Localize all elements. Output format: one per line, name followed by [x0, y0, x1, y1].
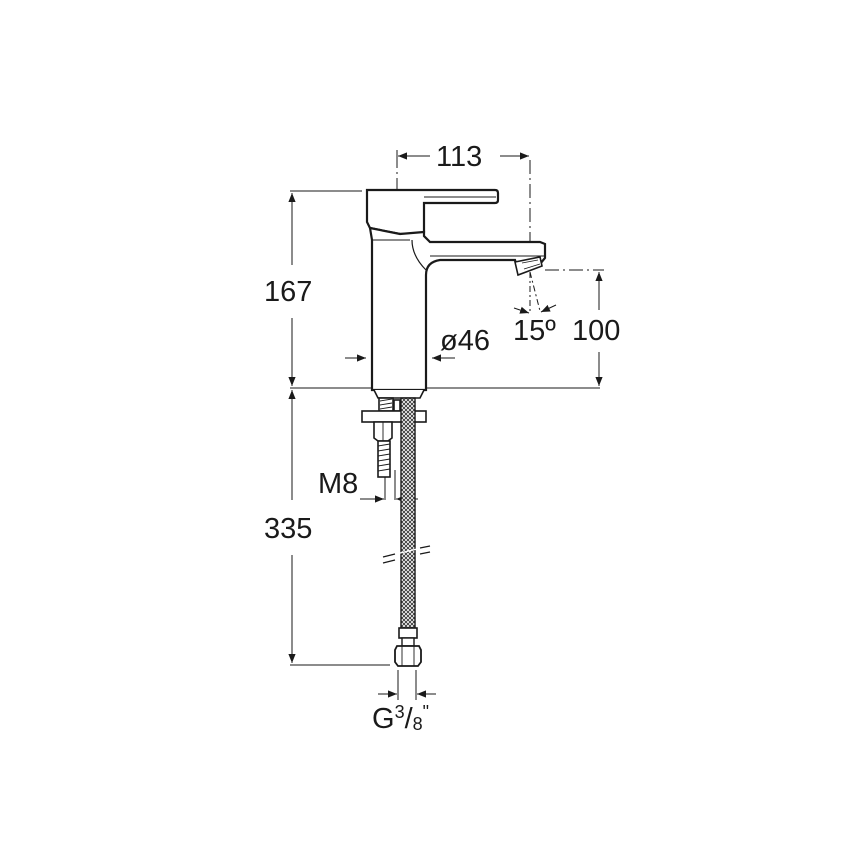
dim-stud-thread-label: M8: [318, 468, 359, 500]
dim-spray-angle-label: 15º: [513, 315, 556, 347]
extension-lines: [290, 160, 604, 666]
dimension-lines: [288, 152, 603, 700]
connection-numerator: 3: [394, 702, 405, 722]
dim-spout-clearance-label: 100: [572, 315, 621, 347]
braided-hose: [382, 397, 431, 667]
mounting-hardware: [361, 397, 427, 478]
connection-slash: /: [404, 703, 413, 735]
dim-connection-label: G3/8": [372, 703, 429, 734]
dim-body-height-label: 167: [264, 276, 313, 308]
faucet-body: [365, 188, 547, 399]
connection-denominator: 8: [412, 714, 423, 734]
dim-body-diameter-label: ø46: [440, 325, 490, 357]
connection-prefix: G: [372, 703, 395, 735]
dim-spout-reach-label: 113: [436, 141, 483, 173]
dim-hose-length-label: 335: [264, 513, 313, 545]
connection-inch-mark: ": [422, 702, 430, 722]
